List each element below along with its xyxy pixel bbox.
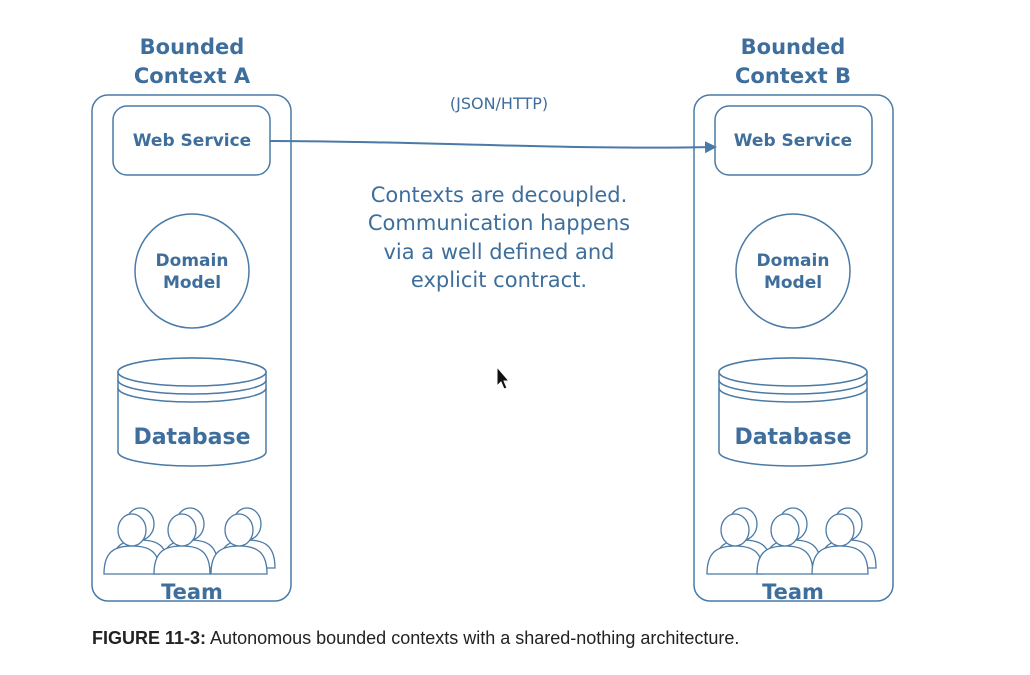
note-line-4: explicit contract. xyxy=(411,268,587,292)
figure-caption-text: Autonomous bounded contexts with a share… xyxy=(210,628,740,648)
context-a-database-label: Database xyxy=(133,425,250,450)
architecture-diagram: Bounded Context A Web Service Domain Mod… xyxy=(91,35,894,604)
decoupling-note: Contexts are decoupled. Communication ha… xyxy=(368,183,630,292)
bounded-context-a: Bounded Context A Web Service Domain Mod… xyxy=(91,35,292,604)
context-b-container xyxy=(693,94,894,602)
figure-number: FIGURE 11-3: xyxy=(92,628,207,648)
context-b-web-service-box xyxy=(714,105,873,176)
context-a-team-icon xyxy=(103,507,276,575)
context-b-domain-model-circle xyxy=(735,213,851,329)
context-a-domain-model-circle xyxy=(134,213,250,329)
context-a-title-line2: Context A xyxy=(134,64,251,88)
context-b-domain-label-line2: Model xyxy=(764,273,822,293)
protocol-label: (JSON/HTTP) xyxy=(450,94,548,113)
context-a-container xyxy=(91,94,292,602)
context-b-database-label: Database xyxy=(734,425,851,450)
context-b-team-icon xyxy=(706,507,877,575)
context-a-domain-label-line1: Domain xyxy=(156,251,229,271)
note-line-2: Communication happens xyxy=(368,211,630,235)
figure-caption: FIGURE 11-3: Autonomous bounded contexts… xyxy=(92,628,739,649)
context-a-team-label: Team xyxy=(161,580,223,604)
context-a-database-icon xyxy=(117,357,267,467)
context-b-web-service-label: Web Service xyxy=(734,131,852,151)
context-b-title-line2: Context B xyxy=(735,64,851,88)
context-b-team-label: Team xyxy=(762,580,824,604)
context-a-web-service-label: Web Service xyxy=(133,131,251,151)
contract-arrow xyxy=(269,140,717,154)
context-a-domain-label-line2: Model xyxy=(163,273,221,293)
mouse-cursor-icon xyxy=(496,365,511,390)
note-line-3: via a well defined and xyxy=(383,240,614,264)
context-b-database-icon xyxy=(718,357,868,467)
context-b-domain-label-line1: Domain xyxy=(757,251,830,271)
context-a-title-line1: Bounded xyxy=(140,35,245,59)
note-line-1: Contexts are decoupled. xyxy=(371,183,628,207)
bounded-context-b: Bounded Context B Web Service Domain Mod… xyxy=(693,35,894,604)
context-b-title-line1: Bounded xyxy=(741,35,846,59)
